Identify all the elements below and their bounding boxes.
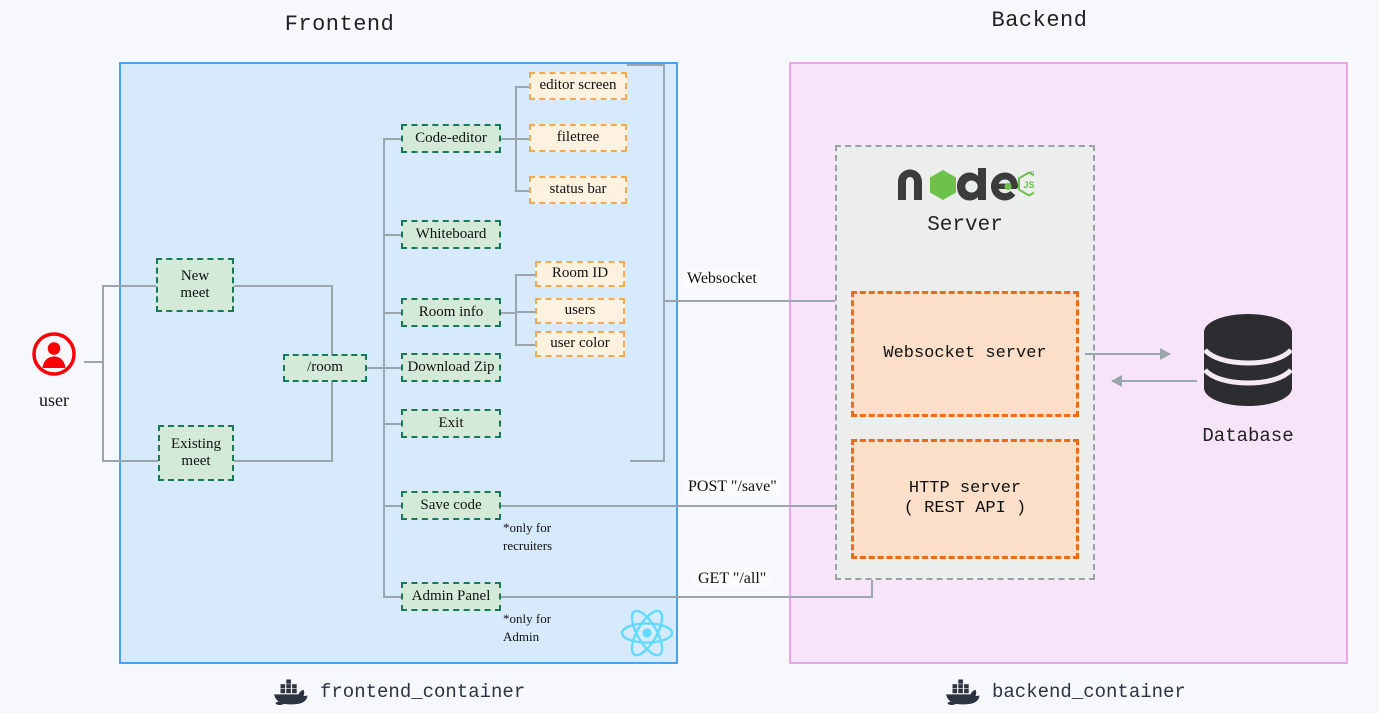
edge-label-get-all: GET "/all": [694, 570, 771, 588]
node-http-server[interactable]: HTTP server( REST API ): [851, 439, 1079, 559]
node-room-id-label: Room ID: [551, 265, 609, 282]
react-logo-icon: [620, 609, 674, 657]
user-label: user: [39, 390, 69, 410]
frontend-container-caption: frontend_container: [272, 678, 525, 706]
frontend-container-panel: [119, 62, 678, 664]
edge-websocket-collector-vertical: [663, 64, 665, 462]
edge-websocket-collector-top: [627, 64, 665, 66]
edge-database-to-server: [1111, 375, 1197, 387]
node-filetree-label: filetree: [556, 129, 600, 146]
node-admin-panel-label: Admin Panel: [411, 587, 491, 604]
server-label: Server: [927, 214, 1003, 237]
node-download-zip[interactable]: Download Zip: [401, 353, 501, 382]
svg-text:™: ™: [1030, 171, 1034, 178]
database-actor: Database: [1178, 310, 1318, 447]
node-filetree[interactable]: filetree: [529, 124, 627, 152]
node-download-zip-label: Download Zip: [407, 358, 495, 375]
node-status-bar[interactable]: status bar: [529, 176, 627, 204]
edge-user-split-vertical: [102, 285, 104, 462]
node-users-label: users: [564, 302, 596, 319]
backend-container-caption: backend_container: [944, 678, 1186, 706]
node-room-route-label: /room: [307, 359, 343, 376]
edge-user-stub: [84, 361, 104, 363]
edge-post-save-line: [501, 505, 853, 507]
node-room-info-label: Room info: [418, 303, 484, 320]
edge-get-all-line: [501, 596, 873, 598]
edge-room-info-to-room-id: [515, 274, 535, 276]
node-editor-screen-label: editor screen: [539, 77, 617, 94]
edge-trunk-to-download-zip: [383, 367, 401, 369]
edge-label-post-save: POST "/save": [684, 478, 781, 496]
edge-new-meet-to-room: [234, 285, 333, 287]
node-save-code-label: Save code: [420, 496, 482, 513]
docker-whale-icon: [946, 679, 980, 705]
edge-code-editor-to-status-bar: [515, 190, 529, 192]
edge-code-editor-to-filetree: [515, 138, 529, 140]
edge-trunk-to-whiteboard: [383, 234, 401, 236]
database-cylinder-icon: [1203, 314, 1293, 406]
node-http-server-label: HTTP server( REST API ): [903, 479, 1027, 518]
edge-trunk-to-code-editor: [383, 138, 401, 140]
node-editor-screen[interactable]: editor screen: [529, 72, 627, 100]
docker-whale-icon: [274, 679, 308, 705]
edge-user-to-existing-meet: [102, 460, 158, 462]
edge-room-info-branch-vertical: [515, 274, 517, 345]
node-websocket-server[interactable]: Websocket server: [851, 291, 1079, 417]
node-status-bar-label: status bar: [549, 181, 607, 198]
edge-trunk-to-room-info: [383, 312, 401, 314]
edge-trunk-to-exit: [383, 423, 401, 425]
edge-websocket-to-server: [663, 300, 859, 302]
edge-room-stub: [367, 367, 385, 369]
backend-section-title: Backend: [991, 8, 1088, 33]
node-room-id[interactable]: Room ID: [535, 261, 625, 287]
node-code-editor[interactable]: Code-editor: [401, 124, 501, 153]
backend-container-label: backend_container: [992, 681, 1186, 703]
node-save-code[interactable]: Save code: [401, 491, 501, 520]
node-room-route[interactable]: /room: [283, 354, 367, 382]
node-websocket-server-label: Websocket server: [883, 344, 1047, 364]
edge-websocket-collector-bottom: [630, 460, 665, 462]
node-admin-panel[interactable]: Admin Panel: [401, 582, 501, 611]
user-circle-icon: [32, 332, 76, 376]
edge-code-editor-to-editor-screen: [515, 86, 529, 88]
edge-existing-meet-to-room: [234, 460, 333, 462]
database-label: Database: [1202, 425, 1294, 447]
node-code-editor-label: Code-editor: [415, 129, 487, 146]
nodejs-logo-icon: JS ™: [898, 168, 1034, 201]
user-actor: user: [24, 330, 84, 411]
edge-label-websocket: Websocket: [683, 270, 761, 288]
node-exit[interactable]: Exit: [401, 409, 501, 438]
edge-room-info-to-user-color: [515, 344, 535, 346]
edge-user-to-new-meet: [102, 285, 156, 287]
edge-trunk-to-save-code: [383, 505, 401, 507]
node-room-info[interactable]: Room info: [401, 298, 501, 327]
frontend-section-title: Frontend: [284, 12, 395, 37]
node-exit-label: Exit: [438, 414, 464, 431]
node-user-color[interactable]: user color: [535, 331, 625, 357]
node-user-color-label: user color: [550, 335, 610, 352]
node-whiteboard[interactable]: Whiteboard: [401, 220, 501, 249]
node-whiteboard-label: Whiteboard: [415, 225, 487, 242]
edge-room-info-to-users: [515, 311, 535, 313]
node-users[interactable]: users: [535, 298, 625, 324]
svg-text:JS: JS: [1023, 180, 1034, 190]
edge-trunk-to-admin-panel: [383, 596, 401, 598]
edge-room-info-stub: [501, 312, 517, 314]
edge-server-to-database: [1085, 348, 1171, 360]
frontend-container-label: frontend_container: [320, 681, 526, 703]
edge-code-editor-stub: [501, 138, 517, 140]
